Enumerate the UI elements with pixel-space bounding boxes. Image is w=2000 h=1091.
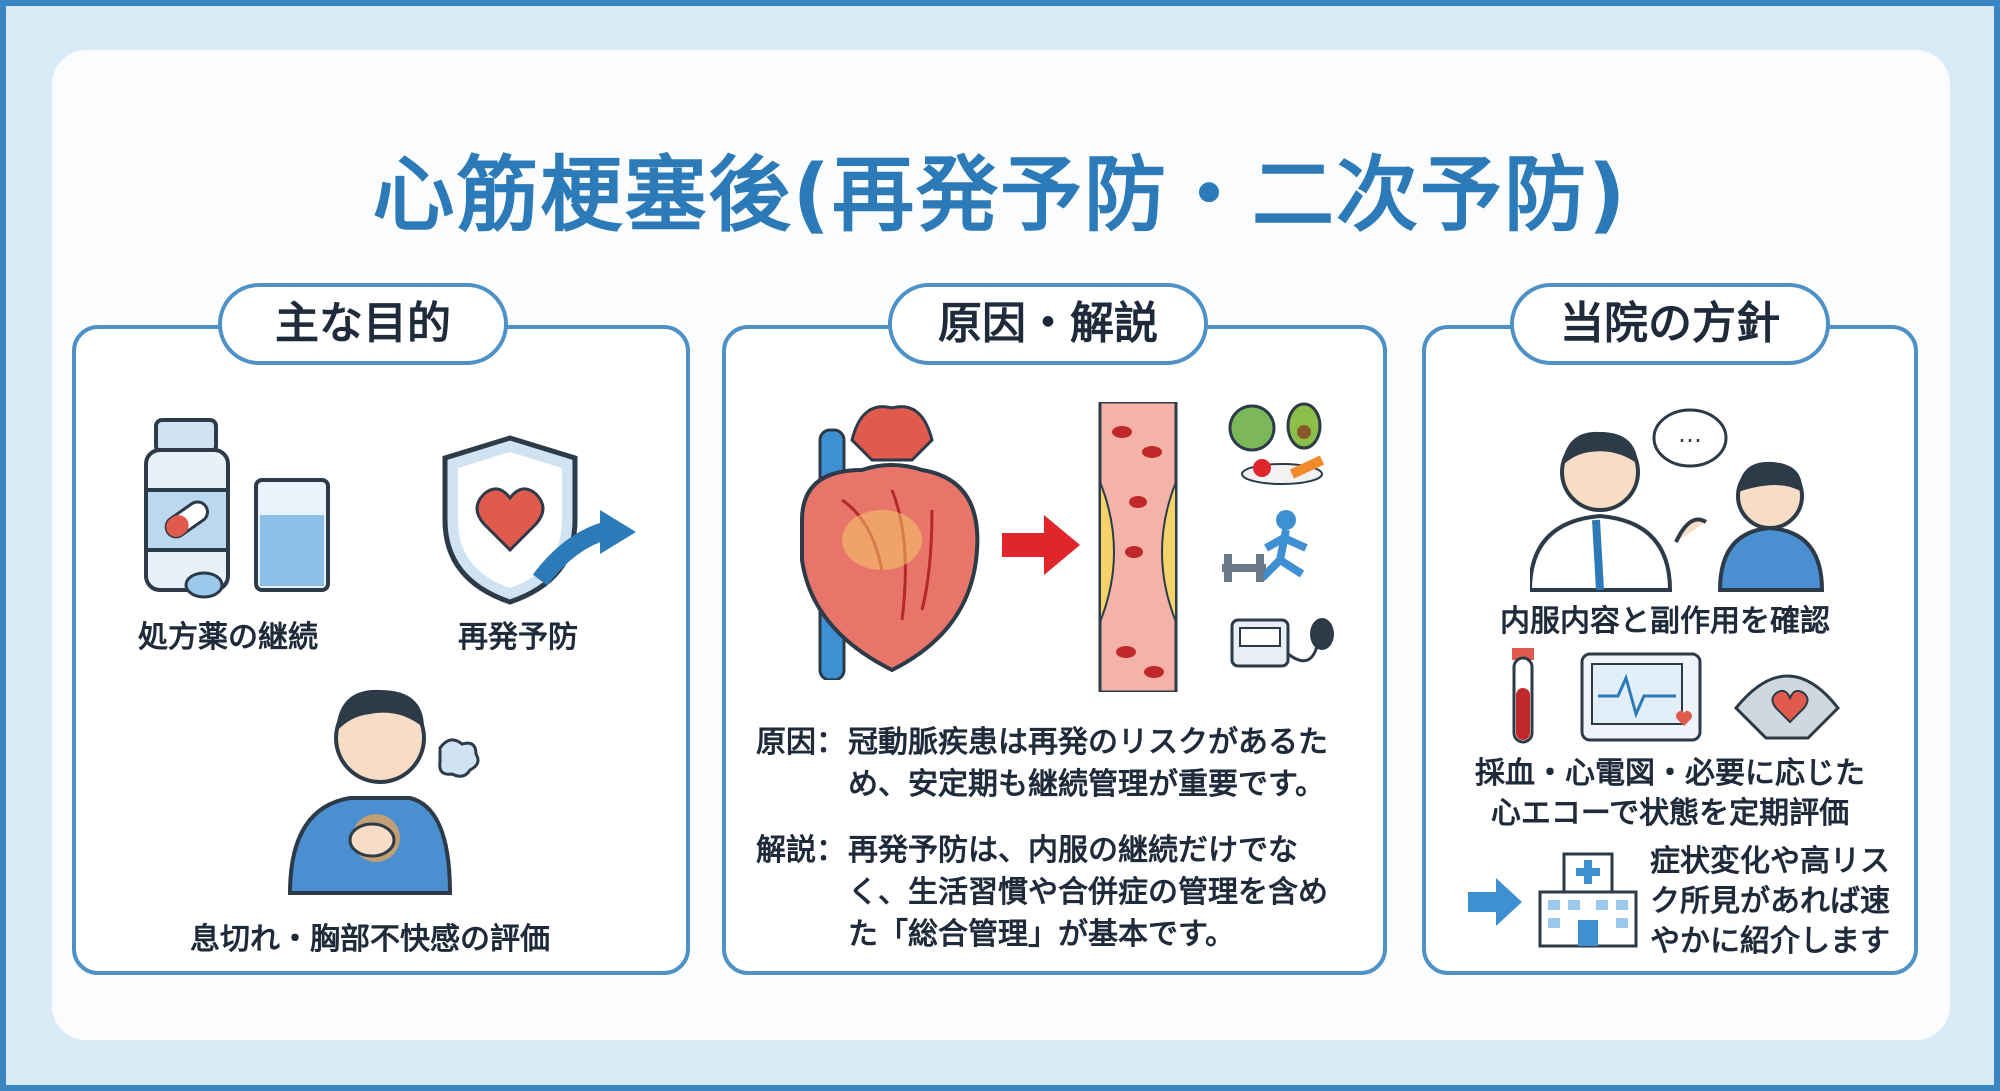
hospital-icon [1538, 852, 1638, 948]
page-title: 心筋梗塞後(再発予防・二次予防) [372, 148, 1628, 243]
label-symptom-evaluation: 息切れ・胸部不快感の評価 [190, 922, 550, 957]
explain-key: 解説： [756, 833, 846, 868]
referral-line-3: やかに紹介します [1650, 924, 1890, 959]
doctor-patient-icon: … [1530, 408, 1825, 592]
lifestyle-icons [1222, 402, 1334, 668]
shield-heart-icon [442, 435, 636, 605]
cause-key: 原因： [756, 725, 846, 760]
red-arrow-icon [1002, 515, 1080, 575]
artery-icon [1098, 402, 1178, 692]
explain-text: 再発予防は、内服の継続だけでなく、生活習慣や合併症の管理を含めた「総合管理」が基… [848, 833, 1328, 952]
breathless-person-icon [287, 689, 480, 895]
blue-arrow-icon [1468, 878, 1522, 926]
cause-text: 冠動脈疾患は再発のリスクがあるため、安定期も継続管理が重要です。 [848, 725, 1328, 802]
cause-text-block: 原因：冠動脈疾患は再発のリスクがあるため、安定期も継続管理が重要です。 [756, 722, 1348, 806]
label-recurrence-prevention: 再発予防 [458, 620, 578, 655]
referral-text: 症状変化や高リス ク所見があれば速 やかに紹介します [1650, 842, 1910, 962]
tests-icons [1512, 648, 1840, 744]
label-prescription: 処方薬の継続 [138, 620, 318, 655]
speech-dots: … [1678, 420, 1702, 448]
tests-line-1: 採血・心電図・必要に応じた [1475, 756, 1865, 791]
referral-line-2: ク所見があれば速 [1650, 884, 1890, 919]
panel-policy-heading: 当院の方針 [1510, 283, 1830, 365]
tests-line-2: 心エコーで状態を定期評価 [1490, 796, 1850, 831]
heart-icon [800, 405, 980, 680]
panel-cause-heading: 原因・解説 [888, 283, 1208, 365]
label-consult: 内服内容と副作用を確認 [1500, 604, 1830, 639]
explain-text-block: 解説：再発予防は、内服の継続だけでなく、生活習慣や合併症の管理を含めた「総合管理… [756, 830, 1348, 956]
panel-purpose-heading: 主な目的 [218, 283, 508, 365]
tests-text: 採血・心電図・必要に応じた 心エコーで状態を定期評価 [1440, 754, 1900, 834]
medicine-icon [144, 418, 330, 599]
referral-line-1: 症状変化や高リス [1650, 844, 1890, 879]
